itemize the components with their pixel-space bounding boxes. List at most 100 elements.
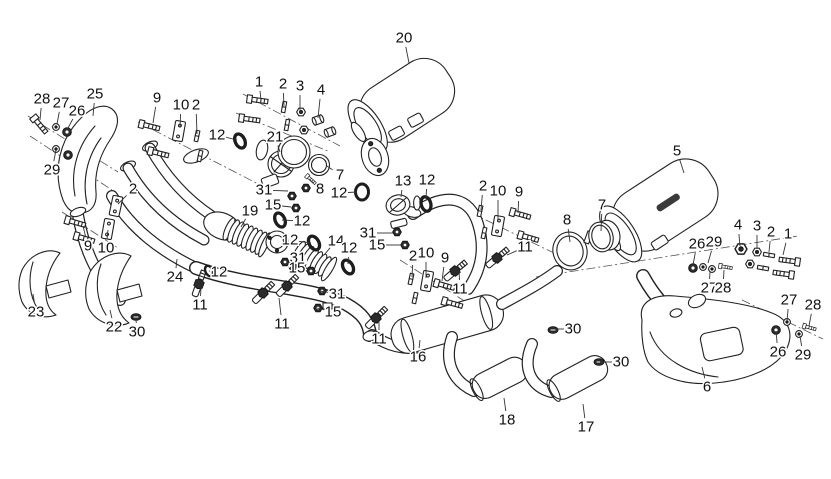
leader-line-23 <box>32 293 35 304</box>
callout-4: 4 <box>734 217 742 234</box>
callout-31: 31 <box>290 250 307 267</box>
callout-30: 30 <box>613 354 630 371</box>
bolt-9 <box>508 207 532 222</box>
leader-line-12 <box>281 219 294 222</box>
leader-line-11 <box>506 250 517 256</box>
callout-31: 31 <box>329 286 346 303</box>
bolt-28 <box>29 113 50 136</box>
bolt-1 <box>778 254 802 267</box>
pin-2 <box>283 118 291 132</box>
callout-15: 15 <box>265 197 282 214</box>
leader-line-14 <box>323 247 331 256</box>
callout-11: 11 <box>192 297 208 314</box>
leader-line-10 <box>106 229 109 240</box>
part-16-center-section <box>189 193 563 354</box>
callout-10: 10 <box>490 183 507 200</box>
part-19-flex-coupling <box>222 217 289 258</box>
callout-27: 27 <box>53 95 70 112</box>
callout-9: 9 <box>441 250 449 267</box>
clip-30 <box>547 326 559 334</box>
callout-2: 2 <box>479 178 487 195</box>
bolt-1 <box>772 267 796 280</box>
bolt-28 <box>717 262 733 272</box>
part-23-shield <box>18 250 72 318</box>
callout-28: 28 <box>34 91 51 108</box>
leader-line-19 <box>240 218 246 228</box>
part-14-flex-coupling <box>292 240 338 282</box>
leader-line-16 <box>418 339 421 349</box>
leader-line-11 <box>458 270 460 281</box>
leader-line-26 <box>692 252 696 266</box>
part-18-tailpipe <box>443 331 528 402</box>
leader-line-12 <box>298 240 312 244</box>
nut-3 <box>745 259 755 269</box>
leader-line-6 <box>701 366 706 379</box>
callout-11: 11 <box>274 316 290 333</box>
callout-12: 12 <box>341 240 358 257</box>
leader-line-26 <box>66 118 74 131</box>
callout-12: 12 <box>282 232 299 249</box>
callout-12: 12 <box>294 213 311 230</box>
leader-line-11 <box>200 287 202 297</box>
leader-line-2 <box>282 92 285 107</box>
callout-10: 10 <box>98 240 115 257</box>
clip-30 <box>130 313 142 321</box>
oxygen-sensor-11 <box>483 245 512 271</box>
callout-13: 13 <box>395 173 412 190</box>
bracket-10 <box>419 269 435 293</box>
callout-12: 12 <box>209 127 226 144</box>
leader-line-4 <box>317 98 321 119</box>
leader-line-28 <box>808 313 812 327</box>
part-17-tailpipe <box>521 338 609 402</box>
callout-21: 21 <box>267 129 284 146</box>
callout-19: 19 <box>242 203 259 220</box>
muffler-bracket <box>407 112 424 128</box>
leader-line-29 <box>799 335 803 347</box>
grommet-26 <box>62 127 72 137</box>
elbow-fitting <box>322 302 333 310</box>
washer-27 <box>52 123 60 131</box>
callout-25: 25 <box>87 86 104 103</box>
callout-29: 29 <box>795 347 812 364</box>
leader-line-15 <box>281 205 292 208</box>
pin-2 <box>476 204 484 218</box>
callout-4: 4 <box>317 82 325 99</box>
callout-1: 1 <box>784 226 792 243</box>
callout-2: 2 <box>279 76 287 93</box>
callout-9: 9 <box>515 184 523 201</box>
callout-15: 15 <box>325 304 342 321</box>
callout-29: 29 <box>706 234 723 251</box>
leader-line-27 <box>56 111 60 125</box>
callout-17: 17 <box>578 419 595 436</box>
leader-line-4 <box>738 233 741 247</box>
bolt-1 <box>245 94 269 107</box>
callout-27: 27 <box>781 292 798 309</box>
leader-line-21 <box>277 145 281 153</box>
nut-31 <box>301 183 311 193</box>
pin-2 <box>756 264 770 272</box>
bracket-10 <box>100 217 116 241</box>
washer-29 <box>699 263 707 271</box>
nut-3 <box>299 125 309 135</box>
callout-10: 10 <box>173 97 190 114</box>
callout-7: 7 <box>598 197 606 214</box>
leader-line-31 <box>319 290 329 293</box>
callout-3: 3 <box>753 218 761 235</box>
callout-1: 1 <box>255 74 263 91</box>
leader-line-5 <box>679 159 685 174</box>
leader-line-24 <box>175 258 178 269</box>
leader-line-28 <box>39 107 42 121</box>
callout-9: 9 <box>153 90 161 107</box>
leader-line-18 <box>503 397 507 412</box>
part-5-right-muffler <box>599 158 719 263</box>
leader-line-28 <box>723 269 725 280</box>
callout-7: 7 <box>336 167 344 184</box>
callout-2: 2 <box>409 248 417 265</box>
nut-3 <box>752 247 762 257</box>
callout-9: 9 <box>84 238 92 255</box>
nut-15 <box>306 266 316 276</box>
nut-3 <box>296 107 306 117</box>
callout-26: 26 <box>69 103 86 120</box>
